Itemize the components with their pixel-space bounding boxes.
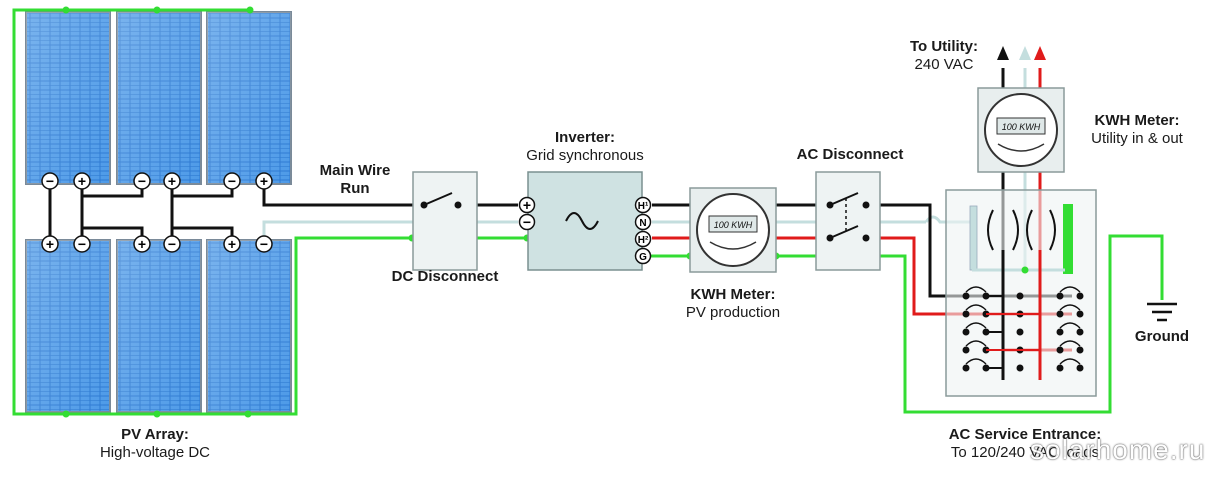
panel-terminals: − + − + − + + − + − + − [41, 172, 273, 253]
kwh-pv-subtitle: PV production [685, 304, 781, 321]
breaker-terminal [962, 328, 970, 336]
breaker-arc [965, 286, 987, 293]
breaker-terminal [1056, 328, 1064, 336]
breaker-arc [965, 304, 987, 311]
svg-text:−: − [228, 173, 236, 189]
breaker-terminal [1016, 328, 1024, 336]
kwh-utility-subtitle: Utility in & out [1091, 130, 1183, 147]
svg-text:+: + [523, 197, 531, 213]
svg-text:H¹: H¹ [638, 201, 649, 212]
solar-panel-bottom-3 [206, 239, 292, 413]
inverter [527, 171, 643, 271]
inverter-label: Inverter: Grid synchronous [505, 129, 665, 165]
kwh-pv-label: KWH Meter: PV production [663, 286, 803, 322]
kwh-utility-label: KWH Meter: Utility in & out [1072, 112, 1202, 148]
inverter-subtitle: Grid synchronous [526, 147, 644, 164]
service-entrance-label: AC Service Entrance: To 120/240 VAC load… [930, 426, 1120, 462]
breaker-terminal [962, 364, 970, 372]
ground-text: Ground [1134, 328, 1190, 345]
main-wire-line1: Main Wire [319, 162, 391, 179]
svg-text:+: + [78, 173, 86, 189]
breaker-terminal [962, 346, 970, 354]
svg-text:+: + [260, 173, 268, 189]
breaker-arc [1059, 304, 1081, 311]
breaker-rows [962, 286, 1084, 372]
kwh-utility-reading: 100 KWH [1002, 122, 1041, 132]
solar-panel-top-3 [206, 11, 292, 185]
inverter-ac-terminals: H¹ N H² G [634, 196, 652, 265]
ground-label: Ground [1122, 328, 1202, 346]
dc-disconnect-label: DC Disconnect [375, 268, 515, 286]
dc-disconnect [412, 171, 478, 271]
inverter-dc-terminals: + − [518, 196, 536, 231]
to-utility-label: To Utility: 240 VAC [894, 38, 994, 74]
inverter-title: Inverter: [554, 129, 616, 146]
breaker-arc [1059, 358, 1081, 365]
kwh-utility-title: KWH Meter: [1094, 112, 1180, 129]
breaker-arc [965, 340, 987, 347]
breaker-terminal [1076, 364, 1084, 372]
breaker-arc [965, 358, 987, 365]
breaker-arc [1059, 340, 1081, 347]
main-wire-run-label: Main Wire Run [300, 162, 410, 198]
breaker-terminal [1076, 310, 1084, 318]
svg-text:−: − [168, 236, 176, 252]
solar-panel-bottom-1 [25, 239, 111, 413]
ac-disconnect-text: AC Disconnect [796, 146, 904, 163]
svg-text:+: + [138, 236, 146, 252]
to-utility-title: To Utility: [909, 38, 979, 55]
svg-text:−: − [523, 214, 531, 230]
breaker-terminal [1056, 292, 1064, 300]
breaker-terminal [1016, 364, 1024, 372]
breaker-terminal [1076, 346, 1084, 354]
kwh-meter-utility: 100 KWH [977, 87, 1065, 173]
ac-disconnect [815, 171, 881, 271]
kwh-pv-title: KWH Meter: [690, 286, 776, 303]
svg-text:−: − [46, 173, 54, 189]
breaker-terminal [1016, 292, 1024, 300]
svg-text:−: − [138, 173, 146, 189]
kwh-pv-reading: 100 KWH [714, 220, 753, 230]
svg-text:+: + [228, 236, 236, 252]
breaker-terminal [1056, 364, 1064, 372]
breaker-arc [1059, 322, 1081, 329]
breaker-terminal [962, 310, 970, 318]
pv-array-title: PV Array: [121, 426, 189, 443]
breaker-terminal [1076, 292, 1084, 300]
svg-text:+: + [168, 173, 176, 189]
breaker-arc [965, 322, 987, 329]
svg-text:N: N [639, 218, 646, 229]
breaker-terminal [1056, 346, 1064, 354]
svg-text:−: − [78, 236, 86, 252]
utility-arrows [997, 46, 1046, 60]
breaker-arc [1059, 286, 1081, 293]
to-utility-subtitle: 240 VAC [914, 56, 974, 73]
service-entrance-title: AC Service Entrance: [948, 426, 1102, 443]
solar-panel-top-1 [25, 11, 111, 185]
solar-panel-top-2 [116, 11, 202, 185]
breaker-terminal [962, 292, 970, 300]
pv-array-label: PV Array: High-voltage DC [60, 426, 250, 462]
ground-icon [1147, 302, 1177, 322]
breaker-terminal [1076, 328, 1084, 336]
pv-array [25, 11, 292, 413]
solar-panel-bottom-2 [116, 239, 202, 413]
svg-text:G: G [639, 252, 647, 263]
pv-array-subtitle: High-voltage DC [99, 444, 211, 461]
service-entrance-subtitle: To 120/240 VAC loads [950, 444, 1100, 461]
svg-text:−: − [260, 236, 268, 252]
svg-text:H²: H² [638, 235, 649, 246]
svg-text:+: + [46, 236, 54, 252]
dc-disconnect-text: DC Disconnect [391, 268, 499, 285]
breaker-terminal [1056, 310, 1064, 318]
kwh-meter-pv: 100 KWH [689, 187, 777, 273]
main-wire-line2: Run [340, 180, 370, 197]
ac-disconnect-label: AC Disconnect [780, 146, 920, 164]
watermark: solarhome.ru [1030, 434, 1206, 465]
